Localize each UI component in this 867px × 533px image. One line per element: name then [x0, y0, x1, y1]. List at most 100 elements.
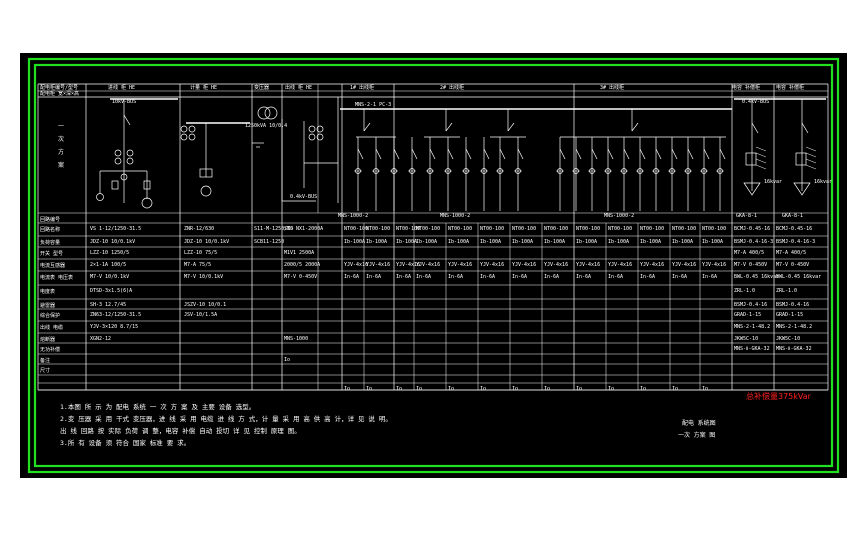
hatch — [805, 158, 817, 164]
ct-symbol — [180, 125, 188, 133]
cell-value: NT00-100 — [448, 226, 472, 232]
switch-symbol — [703, 148, 710, 160]
cell-value: NT00-100 — [608, 226, 632, 232]
header-cell: 电容 补偿柜 — [732, 84, 760, 91]
cell-value: S11-M-1250/10 — [254, 226, 293, 232]
header-cell: 配电柜 宽×深×高 — [40, 90, 79, 97]
hatch — [805, 164, 817, 170]
hatch — [755, 152, 767, 158]
cell-value: YJV-4x16 — [396, 262, 420, 268]
cell-value: YJV-3×120 8.7/15 — [90, 324, 138, 330]
cell-value: BCMJ-0.45-16 — [776, 226, 812, 232]
capacitor-symbol — [743, 182, 761, 196]
busbar-label: MNS-1000-2 — [440, 213, 470, 219]
row-label: 无功补偿 — [40, 346, 60, 353]
cell-value: YJV-4x16 — [416, 262, 440, 268]
cell-value: Ib-100A — [640, 239, 661, 245]
cell-value: BSMJ-0.4-16 — [734, 302, 767, 308]
transformer-winding — [264, 106, 278, 120]
note-line: 1.本图 所 示 为 配电 系统 一 次 方 案 及 主要 设备 选型。 — [60, 402, 255, 411]
capacitor-label: 16kvar — [764, 179, 782, 185]
switch-symbol — [575, 148, 582, 160]
cell-value: M7-V 0-450V — [734, 262, 767, 268]
header-cell: 计量 柜 HE — [190, 84, 217, 91]
cell-value: Io — [544, 386, 550, 392]
header-cell: 2# 出线柜 — [440, 84, 464, 91]
cell-value: Ib-100A — [366, 239, 387, 245]
ct-symbol — [114, 157, 122, 165]
cell-value: MNS-2-1-48.2 — [734, 324, 770, 330]
ct-symbol — [114, 149, 122, 157]
cell-value: NT00-100 — [576, 226, 600, 232]
ct-symbol — [188, 125, 196, 133]
scheme-side-label: 案 — [58, 161, 64, 169]
cell-value: In-6A — [672, 274, 687, 280]
meter-symbol — [96, 193, 104, 201]
cell-value: In-6A — [702, 274, 717, 280]
hatch — [755, 164, 767, 170]
cell-value: Ib-100A — [344, 239, 365, 245]
header-cell: 变压器 — [254, 84, 269, 91]
cell-value: In-6A — [416, 274, 431, 280]
cell-value: Io — [512, 386, 518, 392]
cell-value: YJV-4x16 — [702, 262, 726, 268]
switch-symbol — [393, 148, 400, 160]
switch-symbol — [559, 148, 566, 160]
cell-value: BWL-0.45 16kvar — [776, 274, 821, 280]
ct-symbol — [316, 125, 324, 133]
cell-value: MNS-1000 — [284, 336, 308, 342]
cell-value: Io — [608, 386, 614, 392]
row-label: 熔断器 — [40, 336, 55, 343]
switch-symbol — [499, 148, 506, 160]
header-cell: 出线 柜 HE — [285, 84, 312, 91]
ct-symbol — [120, 173, 128, 181]
cell-value: NT00-100 — [396, 226, 420, 232]
row-label: 出线 电缆 — [40, 324, 63, 331]
cell-value: JDZ-10 10/0.1kV — [184, 239, 229, 245]
row-label: 避雷器 — [40, 302, 55, 309]
row-label: 开关 型号 — [40, 250, 63, 257]
breaker-symbol — [363, 122, 371, 132]
cell-value: M7-A 400/5 — [776, 250, 806, 256]
busbar-label: MNS-1000-2 — [338, 213, 368, 219]
cell-value: Io — [416, 386, 422, 392]
busbar-label: GKA-8-1 — [782, 213, 803, 219]
cell-value: JSZV-10 10/0.1 — [184, 302, 226, 308]
ct-symbol — [308, 125, 316, 133]
row-label: 负荷容量 — [40, 239, 60, 246]
ct-symbol — [188, 133, 196, 141]
cell-value: YJV-4x16 — [608, 262, 632, 268]
breaker-symbol — [123, 114, 131, 126]
cell-value: Ib-100A — [448, 239, 469, 245]
cell-value: BCMJ-0.45-16 — [734, 226, 770, 232]
row-label: 备注 — [40, 357, 50, 364]
cell-value: ZN63-12/1250-31.5 — [90, 312, 141, 318]
hatch — [755, 146, 767, 152]
row-label: 尺寸 — [40, 367, 50, 374]
row-label: 电度表 — [40, 288, 55, 295]
cell-value: Io — [576, 386, 582, 392]
cell-value: NT00-100 — [640, 226, 664, 232]
switch-symbol — [517, 148, 524, 160]
cell-value: YJV-4x16 — [480, 262, 504, 268]
capacitor-label: 16kvar — [814, 179, 832, 185]
cell-value: GRAD-1-15 — [776, 312, 803, 318]
cell-value: YJV-4x16 — [448, 262, 472, 268]
cell-value: SCB11-1250 — [254, 239, 284, 245]
total-compensation-label: 总补偿量375kVar — [746, 391, 812, 401]
cell-value: Io — [480, 386, 486, 392]
cell-value: In-6A — [366, 274, 381, 280]
cell-value: VS 1-12/1250-31.5 — [90, 226, 141, 232]
cell-value: Ib-100A — [544, 239, 565, 245]
cell-value: Io — [396, 386, 402, 392]
cell-value: M1V1 2500A — [284, 250, 314, 256]
cell-value: NT00-100 — [416, 226, 440, 232]
row-label: 回路名称 — [40, 226, 60, 233]
row-label: 电流表 电压表 — [40, 274, 73, 281]
cell-value: Io — [702, 386, 708, 392]
switch-symbol — [375, 148, 382, 160]
switch-symbol — [607, 148, 614, 160]
switch-symbol — [623, 148, 630, 160]
